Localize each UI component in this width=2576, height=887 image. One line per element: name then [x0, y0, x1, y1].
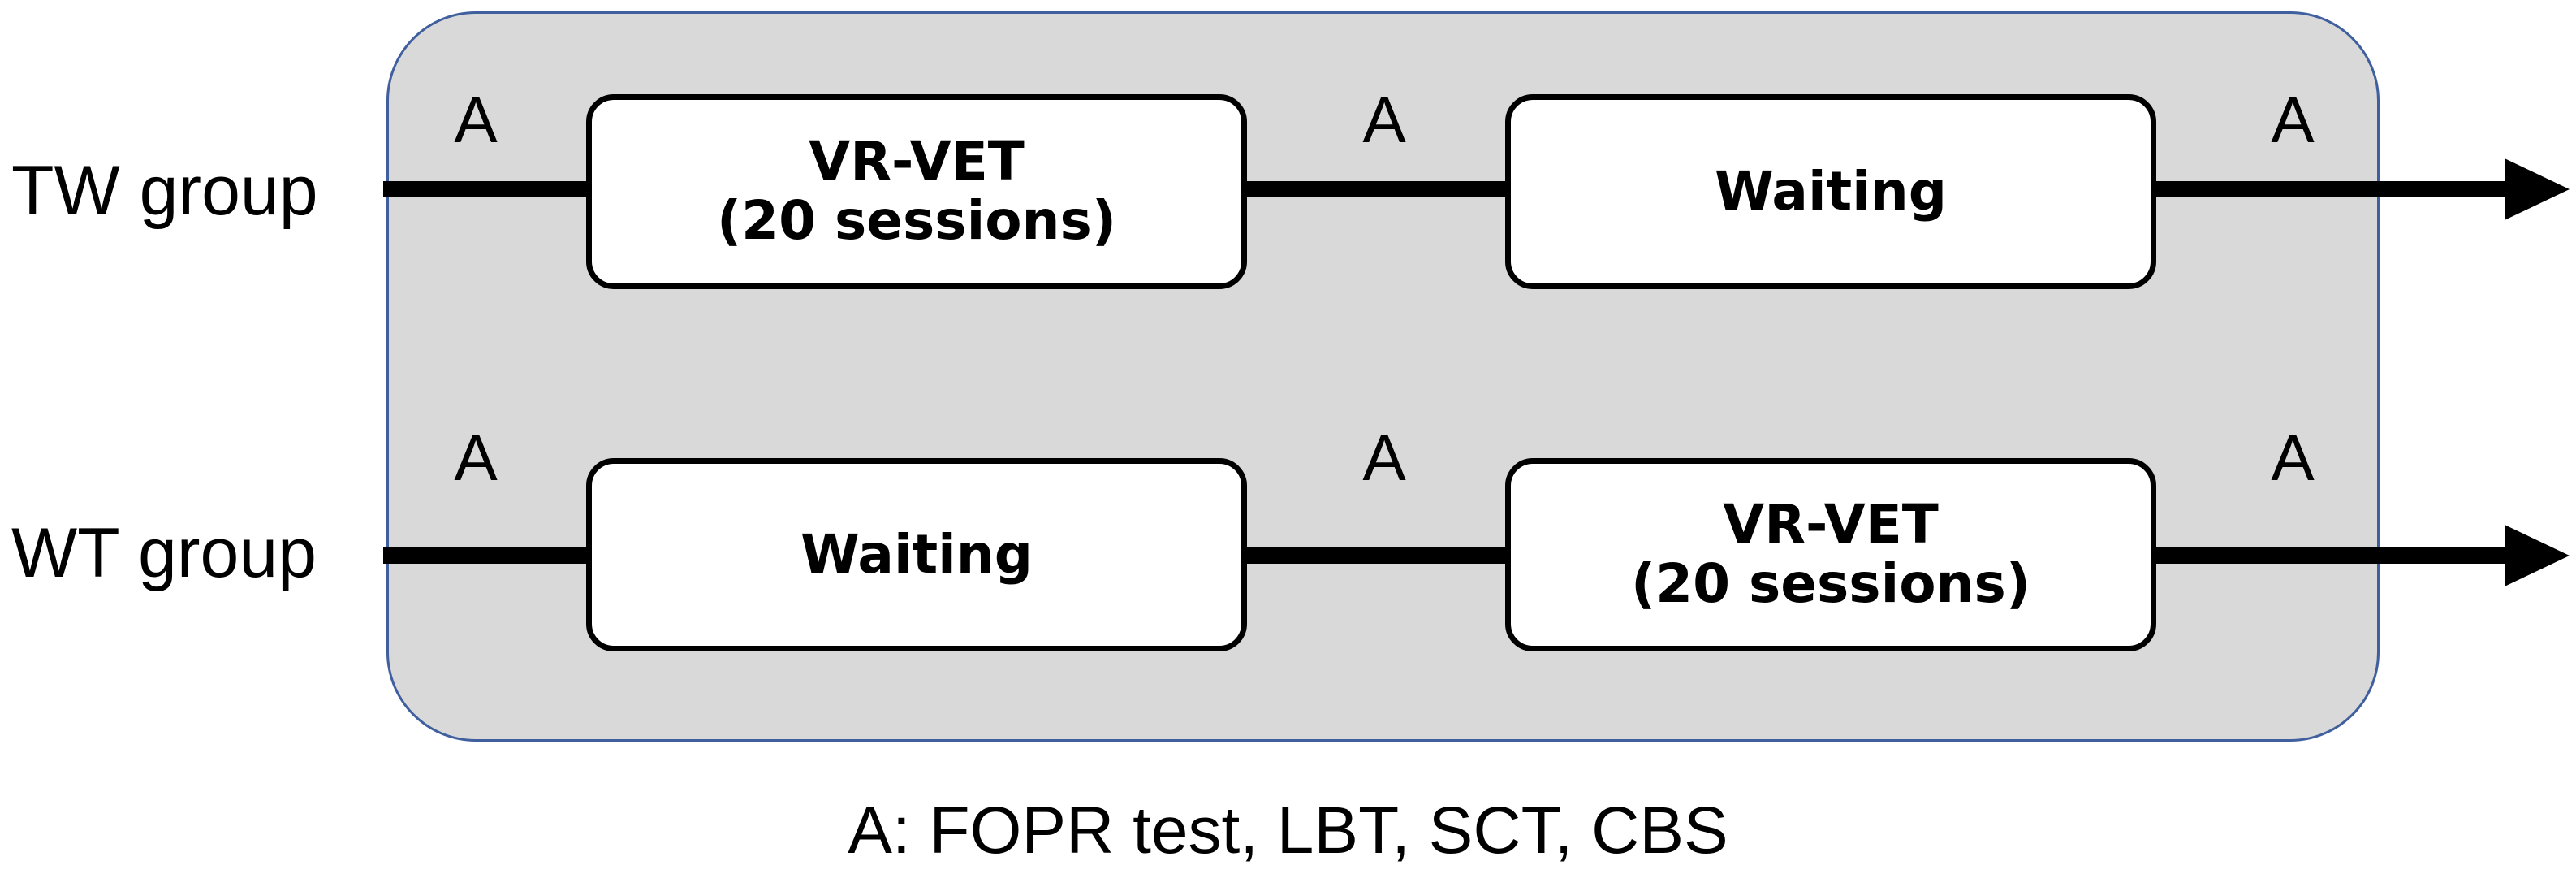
- wt-step-1-box: Waiting: [586, 458, 1247, 651]
- tw-assessment-3: A: [2271, 84, 2315, 156]
- tw-arrowhead: [2505, 158, 2570, 220]
- wt-step-2-box: VR-VET (20 sessions): [1505, 458, 2156, 651]
- tw-step-2-box: Waiting: [1505, 94, 2156, 289]
- tw-step-1-title: VR-VET: [809, 130, 1025, 193]
- wt-arrowhead: [2505, 525, 2570, 586]
- tw-timeline-segment-3: [2151, 181, 2513, 197]
- wt-timeline-segment-2: [1242, 547, 1510, 564]
- wt-timeline-segment-1: [383, 547, 591, 564]
- tw-timeline-segment-2: [1242, 181, 1510, 197]
- tw-group-label: TW group: [11, 152, 318, 230]
- tw-assessment-1: A: [454, 84, 498, 156]
- tw-step-1-box: VR-VET (20 sessions): [586, 94, 1247, 289]
- wt-step-2-title: VR-VET: [1723, 493, 1939, 556]
- wt-step-1-title: Waiting: [800, 522, 1033, 586]
- wt-assessment-3: A: [2271, 422, 2315, 494]
- tw-timeline-segment-1: [383, 181, 591, 197]
- assessment-legend: A: FOPR test, LBT, SCT, CBS: [848, 794, 1728, 868]
- wt-assessment-2: A: [1362, 422, 1406, 494]
- wt-assessment-1: A: [454, 422, 498, 494]
- wt-timeline-segment-3: [2151, 547, 2513, 564]
- wt-group-label: WT group: [11, 514, 317, 592]
- tw-step-2-title: Waiting: [1714, 159, 1947, 223]
- tw-assessment-2: A: [1362, 84, 1406, 156]
- wt-step-2-subtitle: (20 sessions): [1630, 552, 2030, 615]
- tw-step-1-subtitle: (20 sessions): [716, 189, 1116, 252]
